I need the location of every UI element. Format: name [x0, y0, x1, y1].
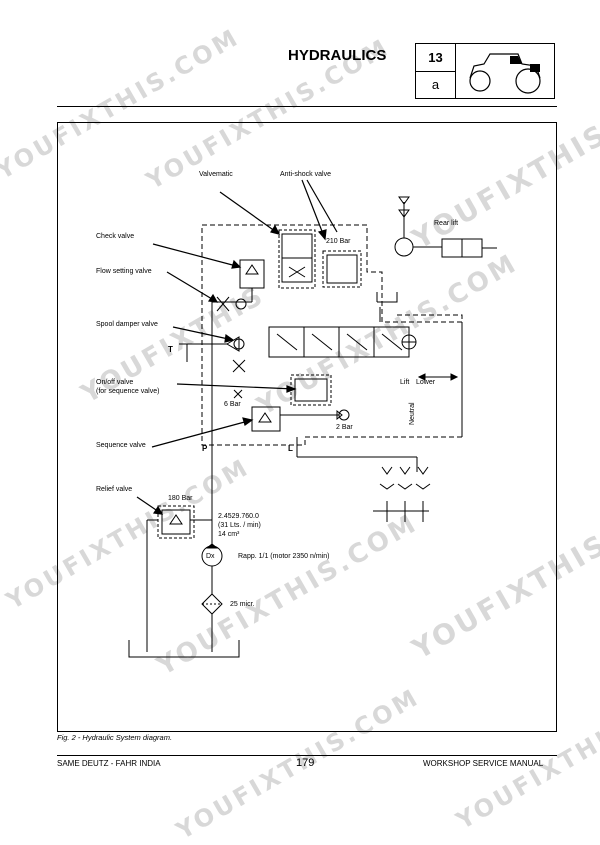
label-lift: Lift: [400, 379, 410, 386]
chapter-box: 13 a: [415, 43, 555, 99]
label-flow-setting-valve: Flow setting valve: [96, 268, 152, 275]
label-pump-ratio: Rapp. 1/1 (motor 2350 n/min): [238, 553, 330, 560]
label-pump-flow: (31 Lts. / min): [218, 522, 261, 529]
label-port-t: T: [168, 345, 173, 354]
chapter-number: 13: [416, 44, 456, 72]
page-title: HYDRAULICS: [288, 47, 387, 64]
footer-right: WORKSHOP SERVICE MANUAL: [423, 759, 544, 768]
label-rear-lift: Rear lift: [434, 220, 459, 227]
label-6-bar: 6 Bar: [224, 401, 241, 408]
footer-left: SAME DEUTZ - FAHR INDIA: [57, 759, 161, 768]
figure-frame: [57, 122, 557, 732]
label-neutral: Neutral: [409, 402, 416, 425]
label-sequence-valve: Sequence valve: [96, 442, 146, 449]
label-180-bar: 180 Bar: [168, 495, 193, 502]
label-check-valve: Check valve: [96, 233, 135, 240]
label-port-l: L: [288, 444, 293, 453]
footer-rule: [57, 755, 557, 756]
header-rule: [57, 106, 557, 107]
chapter-section: a: [416, 72, 456, 98]
label-filter: 25 micr.: [230, 601, 255, 608]
label-valvematic: Valvematic: [199, 171, 233, 178]
label-pump-displacement: 14 cm³: [218, 531, 240, 538]
label-pump-symbol: Dx: [206, 553, 215, 560]
label-lower: Lower: [416, 379, 436, 386]
label-for-sequence-valve: (for sequence valve): [96, 388, 160, 395]
label-relief-valve: Relief valve: [96, 486, 133, 493]
label-anti-shock-valve: Anti-shock valve: [280, 171, 331, 178]
label-spool-damper-valve: Spool damper valve: [96, 321, 158, 328]
label-pump-code: 2.4529.760.0: [218, 513, 259, 520]
hydraulic-diagram: [128, 179, 497, 658]
figure-caption: Fig. 2 - Hydraulic System diagram.: [57, 733, 173, 742]
tractor-icon: [469, 53, 541, 94]
label-on-off-valve: On/off valve: [96, 379, 134, 386]
label-210-bar: 210 Bar: [326, 238, 351, 245]
label-2-bar: 2 Bar: [336, 424, 353, 431]
label-port-p: P: [202, 444, 208, 453]
page-number: 179: [296, 757, 315, 769]
